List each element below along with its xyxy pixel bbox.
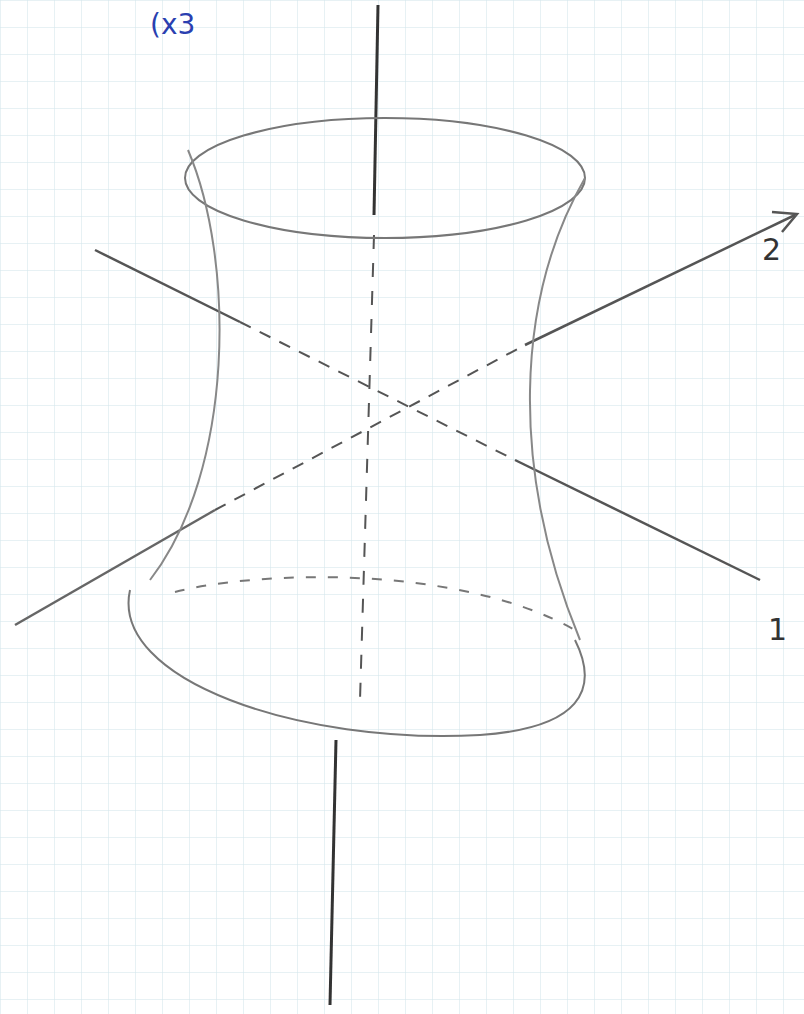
heading-note: (x3 <box>150 8 195 41</box>
axis-label: 2 <box>762 232 781 267</box>
axis-label: 1 <box>768 612 787 647</box>
